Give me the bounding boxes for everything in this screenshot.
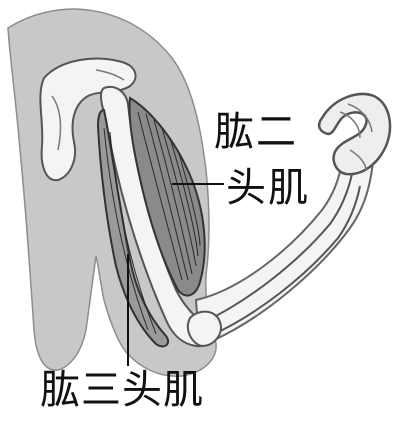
elbow-joint (188, 312, 221, 346)
biceps-label-line1: 肱二 (214, 112, 298, 152)
triceps-label: 肱三头肌 (40, 370, 204, 410)
biceps-label-line2: 头肌 (226, 168, 310, 208)
